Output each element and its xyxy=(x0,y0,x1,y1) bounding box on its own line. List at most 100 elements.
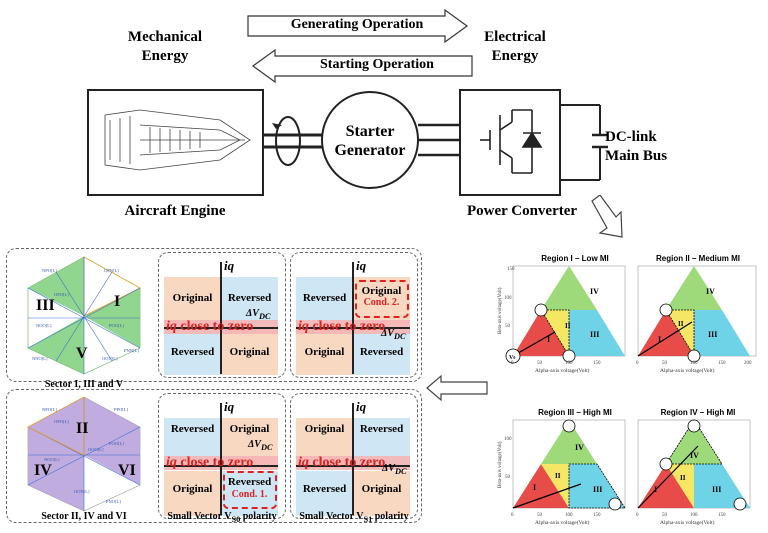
iq-axis-label: iq xyxy=(356,258,367,273)
region-title: Region III – High MI xyxy=(538,408,612,417)
aircraft-engine-label: Aircraft Engine xyxy=(124,203,226,219)
svg-text:50: 50 xyxy=(537,513,543,518)
vector-label: OPN[L] xyxy=(104,268,119,273)
left-arrow xyxy=(426,374,488,402)
jet-engine-icon xyxy=(104,109,251,171)
quadrant-label: Reversed xyxy=(359,423,404,435)
quadrant-label: Reversed xyxy=(170,346,215,358)
svg-text:50: 50 xyxy=(505,324,511,329)
polarity-panel-frame xyxy=(158,252,286,378)
svg-text:50: 50 xyxy=(662,513,668,518)
quadrant-label: Original xyxy=(229,346,270,358)
power-converter-label: Power Converter xyxy=(466,203,578,219)
svg-text:100: 100 xyxy=(504,296,512,301)
svg-text:Alpha-axis voltage(Volt): Alpha-axis voltage(Volt) xyxy=(535,367,590,374)
region-title: Region IV – High MI xyxy=(660,408,736,417)
svg-text:IV: IV xyxy=(690,451,699,460)
polarity-panel-frame xyxy=(158,393,286,519)
svg-text:II: II xyxy=(678,320,684,328)
vector-label: PNO[L] xyxy=(106,499,121,504)
svg-text:IV: IV xyxy=(590,287,599,296)
svg-text:V0: V0 xyxy=(509,355,515,361)
svg-text:I: I xyxy=(654,485,657,494)
polarity-panel-1: Original Reversed Reversed Original iq i… xyxy=(164,258,278,375)
svg-text:IV: IV xyxy=(575,443,584,452)
quadrant-label: Original xyxy=(172,292,213,304)
polarity-panel-frame xyxy=(290,393,418,519)
svg-text:150: 150 xyxy=(507,267,515,272)
sector-numeral-V: V xyxy=(76,345,88,362)
quadrant-label: Reversed xyxy=(302,292,347,304)
iq-axis-label: iq xyxy=(356,399,367,414)
vector-label: PPO[L] xyxy=(114,407,129,412)
quadrant-label: Reversed xyxy=(227,476,272,488)
svg-text:100: 100 xyxy=(565,361,573,366)
svg-text:Beta-axis voltage(Volt): Beta-axis voltage(Volt) xyxy=(498,441,503,488)
svg-text:Alpha-axis voltage(Volt): Alpha-axis voltage(Volt) xyxy=(660,519,715,526)
vector-label: PNN[L] xyxy=(124,348,139,353)
svg-text:III: III xyxy=(590,330,599,339)
condition-label: Cond. 1. xyxy=(231,489,268,500)
vector-label: OON[L] xyxy=(102,356,118,361)
polarity-panel-3: Reversed Original Original Reversed Cond… xyxy=(164,399,278,516)
close-to-zero-label: iq close to zero xyxy=(166,455,254,470)
iq-axis-label: iq xyxy=(224,399,235,414)
svg-text:50: 50 xyxy=(662,361,668,366)
svg-text:200: 200 xyxy=(744,361,752,366)
vector-label: NPO[L] xyxy=(42,407,57,412)
svg-text:150: 150 xyxy=(593,513,601,518)
sector-III-shape xyxy=(28,257,84,316)
quadrant-label: Original xyxy=(229,423,270,435)
region-title: Region I – Low MI xyxy=(541,254,609,263)
polarity-panel-frame xyxy=(290,252,418,378)
vector-label: OON[L] xyxy=(74,489,90,494)
quadrant-label: Original xyxy=(172,483,213,495)
svg-text:50: 50 xyxy=(505,475,511,480)
dv-label: ΔVDC xyxy=(246,308,271,321)
sector-caption-bottom: Sector II, IV and VI xyxy=(41,511,127,522)
condition-box xyxy=(355,280,409,318)
vector-label: POO[L] xyxy=(109,323,124,328)
svg-text:0: 0 xyxy=(636,361,639,366)
rotation-icon xyxy=(275,116,301,166)
svg-text:150: 150 xyxy=(593,361,601,366)
quadrant-label: Reversed xyxy=(170,423,215,435)
svg-text:100: 100 xyxy=(565,513,573,518)
quadrant-label: Original xyxy=(304,346,345,358)
svg-text:II: II xyxy=(555,472,561,480)
sector-caption-top: Sector I, III and V xyxy=(44,379,124,390)
vector-label: NOO[L] xyxy=(44,457,60,462)
svg-text:I: I xyxy=(547,335,550,344)
generating-arrow xyxy=(247,8,469,44)
top-group-frame xyxy=(6,248,422,382)
generating-operation-label: Generating Operation xyxy=(290,17,424,32)
sector-VI-shape xyxy=(84,427,140,485)
condition-box xyxy=(223,471,277,509)
quadrant-label: Original xyxy=(361,285,402,297)
iq-axis-label: iq xyxy=(224,258,235,273)
sector-numeral-III: III xyxy=(36,297,55,314)
svg-text:150: 150 xyxy=(718,361,726,366)
sector-hexagon-top: I III V NPO[L] OPN[L] OPO[L] NOO[L] POO[… xyxy=(27,256,141,375)
dv-label: ΔVDC xyxy=(381,328,406,341)
quadrant-label: Reversed xyxy=(359,346,404,358)
svg-text:I: I xyxy=(533,483,536,492)
sector-hexagon-bottom: II IV VI NPO[L] PPO[L] OPO[L] OOO[L] POO… xyxy=(27,396,141,512)
svg-text:Alpha-axis voltage(Volt): Alpha-axis voltage(Volt) xyxy=(660,367,715,374)
polarity-panel-2: Reversed Original Cond. 2. Original Reve… xyxy=(296,258,410,375)
dv-label: ΔVDC xyxy=(382,463,407,476)
polarity-caption-s1: Small Vector VS1 polarity xyxy=(299,511,409,524)
svg-text:II: II xyxy=(680,474,686,482)
quadrant-label: Reversed xyxy=(227,292,272,304)
operation-arrows xyxy=(247,8,473,84)
system-diagram xyxy=(87,89,608,196)
vector-label: OPO[L] xyxy=(54,419,69,424)
svg-text:50: 50 xyxy=(537,361,543,366)
svg-text:III: III xyxy=(712,485,721,494)
quadrant-label: Original xyxy=(304,423,345,435)
